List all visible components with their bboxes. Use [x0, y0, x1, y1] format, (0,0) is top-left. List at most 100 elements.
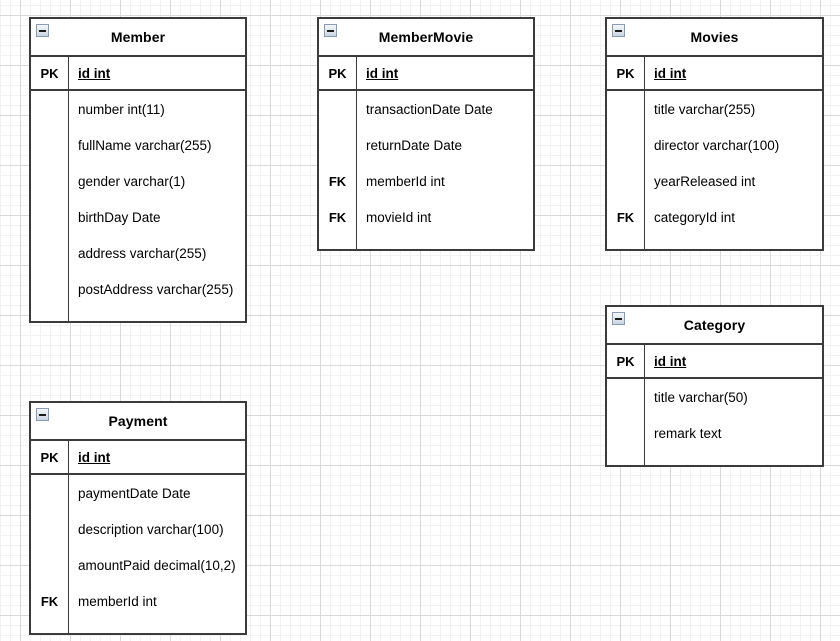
attribute-row: categoryId int	[654, 209, 736, 225]
attribute-row: movieId int	[366, 209, 432, 225]
attribute-row: fullName varchar(255)	[78, 137, 212, 153]
attribute-column: title varchar(50)remark text	[645, 379, 822, 465]
entity-header-membermovie: MemberMovie	[319, 19, 533, 57]
entity-title-payment: Payment	[108, 413, 168, 429]
attribute-column: id int	[69, 441, 245, 473]
spacer	[645, 235, 822, 249]
attribute-list-member: number int(11) fullName varchar(255) gende…	[31, 91, 245, 321]
attribute-row: memberId int	[366, 173, 445, 189]
attribute-column: title varchar(255)director varchar(100)y…	[645, 91, 822, 249]
spacer	[69, 619, 245, 633]
key-column	[607, 379, 645, 465]
attribute-column: id int	[69, 57, 245, 89]
key-column: FK	[607, 91, 645, 249]
key-slot-empty	[319, 127, 356, 163]
pk-badge: PK	[328, 65, 347, 81]
key-column: PK	[607, 57, 645, 89]
key-column	[31, 91, 69, 321]
attribute-row: remark text	[654, 425, 722, 441]
attribute-row: transactionDate Date	[366, 101, 493, 117]
attribute-row: amountPaid decimal(10,2)	[78, 557, 236, 573]
key-slot-empty	[607, 163, 644, 199]
spacer	[319, 235, 356, 249]
collapse-minus-icon[interactable]	[612, 312, 625, 325]
key-slot-empty	[31, 475, 68, 511]
pk-field-name: id int	[654, 353, 687, 369]
key-slot-empty	[607, 127, 644, 163]
spacer	[31, 619, 68, 633]
key-slot-empty	[31, 199, 68, 235]
entity-header-movies: Movies	[607, 19, 822, 57]
entity-title-movies: Movies	[690, 29, 739, 45]
attribute-row: gender varchar(1)	[78, 173, 186, 189]
key-slot-empty	[31, 163, 68, 199]
attribute-column: id int	[645, 345, 822, 377]
key-slot-empty	[607, 91, 644, 127]
entity-header-member: Member	[31, 19, 245, 57]
spacer	[69, 307, 245, 321]
spacer	[645, 451, 822, 465]
attribute-list-movies: FK title varchar(255) director varchar(100…	[607, 91, 822, 249]
entity-header-category: Category	[607, 307, 822, 345]
collapse-minus-icon[interactable]	[36, 24, 49, 37]
attribute-row: memberId int	[78, 593, 157, 609]
fk-badge: FK	[616, 209, 635, 225]
key-column: FK FK	[319, 91, 357, 249]
attribute-row: birthDay Date	[78, 209, 161, 225]
fk-badge: FK	[328, 173, 347, 189]
attribute-row: title varchar(255)	[654, 101, 756, 117]
attribute-column: number int(11) fullName varchar(255) gende…	[69, 91, 245, 321]
pk-field-name: id int	[78, 449, 111, 465]
collapse-minus-icon[interactable]	[612, 24, 625, 37]
key-slot-empty	[607, 415, 644, 451]
key-slot-empty	[31, 511, 68, 547]
spacer	[607, 451, 644, 465]
fk-badge: FK	[328, 209, 347, 225]
key-slot-empty	[607, 379, 644, 415]
fk-badge: FK	[40, 593, 59, 609]
key-slot-empty	[31, 547, 68, 583]
collapse-minus-icon[interactable]	[324, 24, 337, 37]
attribute-column: id int	[357, 57, 533, 89]
pk-badge: PK	[40, 65, 59, 81]
entity-title-category: Category	[683, 317, 746, 333]
pk-field-name: id int	[366, 65, 399, 81]
spacer	[31, 307, 68, 321]
entity-title-member: Member	[110, 29, 166, 45]
pk-field-name: id int	[654, 65, 687, 81]
key-column: PK	[607, 345, 645, 377]
attribute-row: number int(11)	[78, 101, 165, 117]
attribute-row: director varchar(100)	[654, 137, 780, 153]
primary-key-row-movies: PK id int	[607, 57, 822, 91]
spacer	[357, 235, 533, 249]
pk-field-name: id int	[78, 65, 111, 81]
collapse-minus-icon[interactable]	[36, 408, 49, 421]
pk-badge: PK	[40, 449, 59, 465]
key-slot-empty	[31, 235, 68, 271]
key-slot-empty	[31, 271, 68, 307]
entity-header-payment: Payment	[31, 403, 245, 441]
primary-key-row-category: PK id int	[607, 345, 822, 379]
spacer	[607, 235, 644, 249]
key-column: FK	[31, 475, 69, 633]
key-slot-empty	[319, 91, 356, 127]
pk-badge: PK	[616, 353, 635, 369]
attribute-row: description varchar(100)	[78, 521, 224, 537]
entity-title-membermovie: MemberMovie	[378, 29, 474, 45]
key-column: PK	[31, 441, 69, 473]
key-slot-empty	[31, 127, 68, 163]
primary-key-row-payment: PK id int	[31, 441, 245, 475]
key-column: PK	[319, 57, 357, 89]
key-column: PK	[31, 57, 69, 89]
attribute-column: id int	[645, 57, 822, 89]
